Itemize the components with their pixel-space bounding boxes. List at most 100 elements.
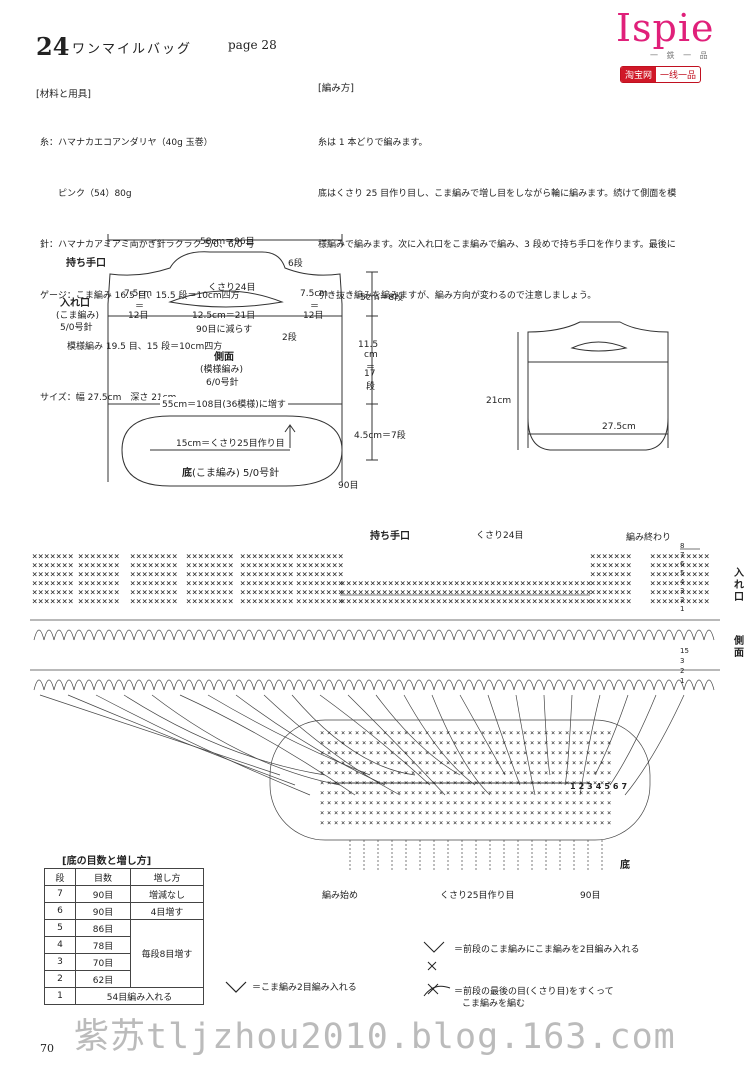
base-stitch-mark: ×	[418, 819, 422, 827]
stitch-mark: ×	[320, 579, 325, 589]
stitch-mark: ×	[96, 561, 101, 571]
base-stitch-mark: ×	[369, 789, 373, 797]
base-stitch-mark: ×	[320, 779, 324, 787]
stitch-mark: ×	[148, 552, 153, 562]
stitch-mark: ×	[680, 597, 685, 607]
base-stitch-mark: ×	[446, 759, 450, 767]
stitch-mark: ×	[338, 579, 343, 589]
stitch-mark: ×	[608, 552, 613, 562]
base-stitch-mark: ×	[355, 759, 359, 767]
stitch-mark: ×	[166, 552, 171, 562]
pattern-stitch	[513, 629, 525, 641]
stitch-mark: ×	[142, 561, 147, 571]
base-stitch-mark: ×	[481, 799, 485, 807]
stitch-mark: ×	[62, 579, 67, 589]
stitch-mark: ×	[282, 588, 287, 598]
stitch-mark: ×	[228, 597, 233, 607]
table-cell: 4目増す	[130, 902, 204, 920]
base-stitch-mark: ×	[607, 729, 611, 737]
shop-badge-right: 一线一品	[660, 71, 697, 81]
base-stitch-mark: ×	[446, 749, 450, 757]
stitch-mark: ×	[314, 561, 319, 571]
stitch-mark: ×	[78, 597, 83, 607]
row-number: 2	[680, 596, 685, 604]
radiating-line	[207, 694, 371, 776]
base-stitch-mark: ×	[397, 799, 401, 807]
base-stitch-mark: ×	[383, 759, 387, 767]
stitch-mark: ×	[228, 570, 233, 580]
stitch-mark: ×	[614, 597, 619, 607]
stitch-mark: ×	[38, 561, 43, 571]
stitch-mark: ×	[288, 588, 293, 598]
base-stitch-mark: ×	[362, 729, 366, 737]
table-cell: 2	[44, 970, 76, 988]
pattern-stitch	[153, 679, 165, 691]
base-stitch-mark: ×	[467, 729, 471, 737]
stitch-mark: ×	[364, 579, 369, 589]
base-stitch-mark: ×	[334, 759, 338, 767]
stitch-mark: ×	[62, 552, 67, 562]
stitch-mark: ×	[662, 597, 667, 607]
pattern-stitch	[313, 629, 325, 641]
stitch-mark: ×	[166, 597, 171, 607]
stitch-mark: ×	[160, 597, 165, 607]
pattern-stitch	[543, 629, 555, 641]
base-stitch-mark: ×	[453, 749, 457, 757]
base-stitch-mark: ×	[530, 769, 534, 777]
pattern-stitch	[503, 629, 515, 641]
chart-base-label: 底	[620, 860, 630, 871]
pattern-stitch	[313, 679, 325, 691]
base-stitch-mark: ×	[565, 759, 569, 767]
row-number: 1	[680, 605, 685, 613]
stitch-mark: ×	[56, 588, 61, 598]
stitch-mark: ×	[704, 588, 709, 598]
base-stitch-mark: ×	[327, 769, 331, 777]
stitch-mark: ×	[160, 561, 165, 571]
stitch-mark: ×	[68, 579, 73, 589]
base-stitch-mark: ×	[460, 799, 464, 807]
stitch-mark: ×	[192, 552, 197, 562]
base-stitch-mark: ×	[369, 759, 373, 767]
stitch-mark: ×	[264, 561, 269, 571]
base-stitch-mark: ×	[432, 739, 436, 747]
stitch-mark: ×	[382, 597, 387, 607]
base-stitch-mark: ×	[572, 759, 576, 767]
pattern-stitch	[383, 679, 395, 691]
stitch-mark: ×	[222, 552, 227, 562]
stitch-mark: ×	[568, 579, 573, 589]
stitch-mark: ×	[136, 570, 141, 580]
stitch-mark: ×	[288, 552, 293, 562]
pattern-stitch	[163, 679, 175, 691]
base-stitch-mark: ×	[544, 749, 548, 757]
radiating-line	[564, 694, 573, 786]
base-stitch-mark: ×	[481, 769, 485, 777]
stitch-mark: ×	[108, 579, 113, 589]
base-stitch-mark: ×	[467, 779, 471, 787]
stitch-mark: ×	[216, 552, 221, 562]
stitch-mark: ×	[192, 561, 197, 571]
base-stitch-mark: ×	[572, 799, 576, 807]
pattern-stitch	[613, 679, 625, 691]
stitch-mark: ×	[84, 579, 89, 589]
base-stitch-mark: ×	[537, 759, 541, 767]
radiating-line	[594, 694, 629, 776]
stitch-mark: ×	[154, 570, 159, 580]
stitch-mark: ×	[556, 588, 561, 598]
stitch-mark: ×	[650, 552, 655, 562]
base-stitch-mark: ×	[488, 749, 492, 757]
stitch-mark: ×	[56, 552, 61, 562]
pattern-stitch	[103, 679, 115, 691]
stitch-mark: ×	[338, 588, 343, 598]
base-stitch-mark: ×	[418, 779, 422, 787]
stitch-mark: ×	[358, 597, 363, 607]
stitch-mark: ×	[596, 588, 601, 598]
base-stitch-mark: ×	[467, 819, 471, 827]
stitch-mark: ×	[154, 561, 159, 571]
base-stitch-mark: ×	[425, 759, 429, 767]
two-rows-label: 2段	[282, 333, 297, 343]
base-stitch-mark: ×	[579, 789, 583, 797]
base-stitch-mark: ×	[551, 769, 555, 777]
base-stitch-mark: ×	[474, 799, 478, 807]
stitch-mark: ×	[276, 561, 281, 571]
stitch-mark: ×	[56, 597, 61, 607]
